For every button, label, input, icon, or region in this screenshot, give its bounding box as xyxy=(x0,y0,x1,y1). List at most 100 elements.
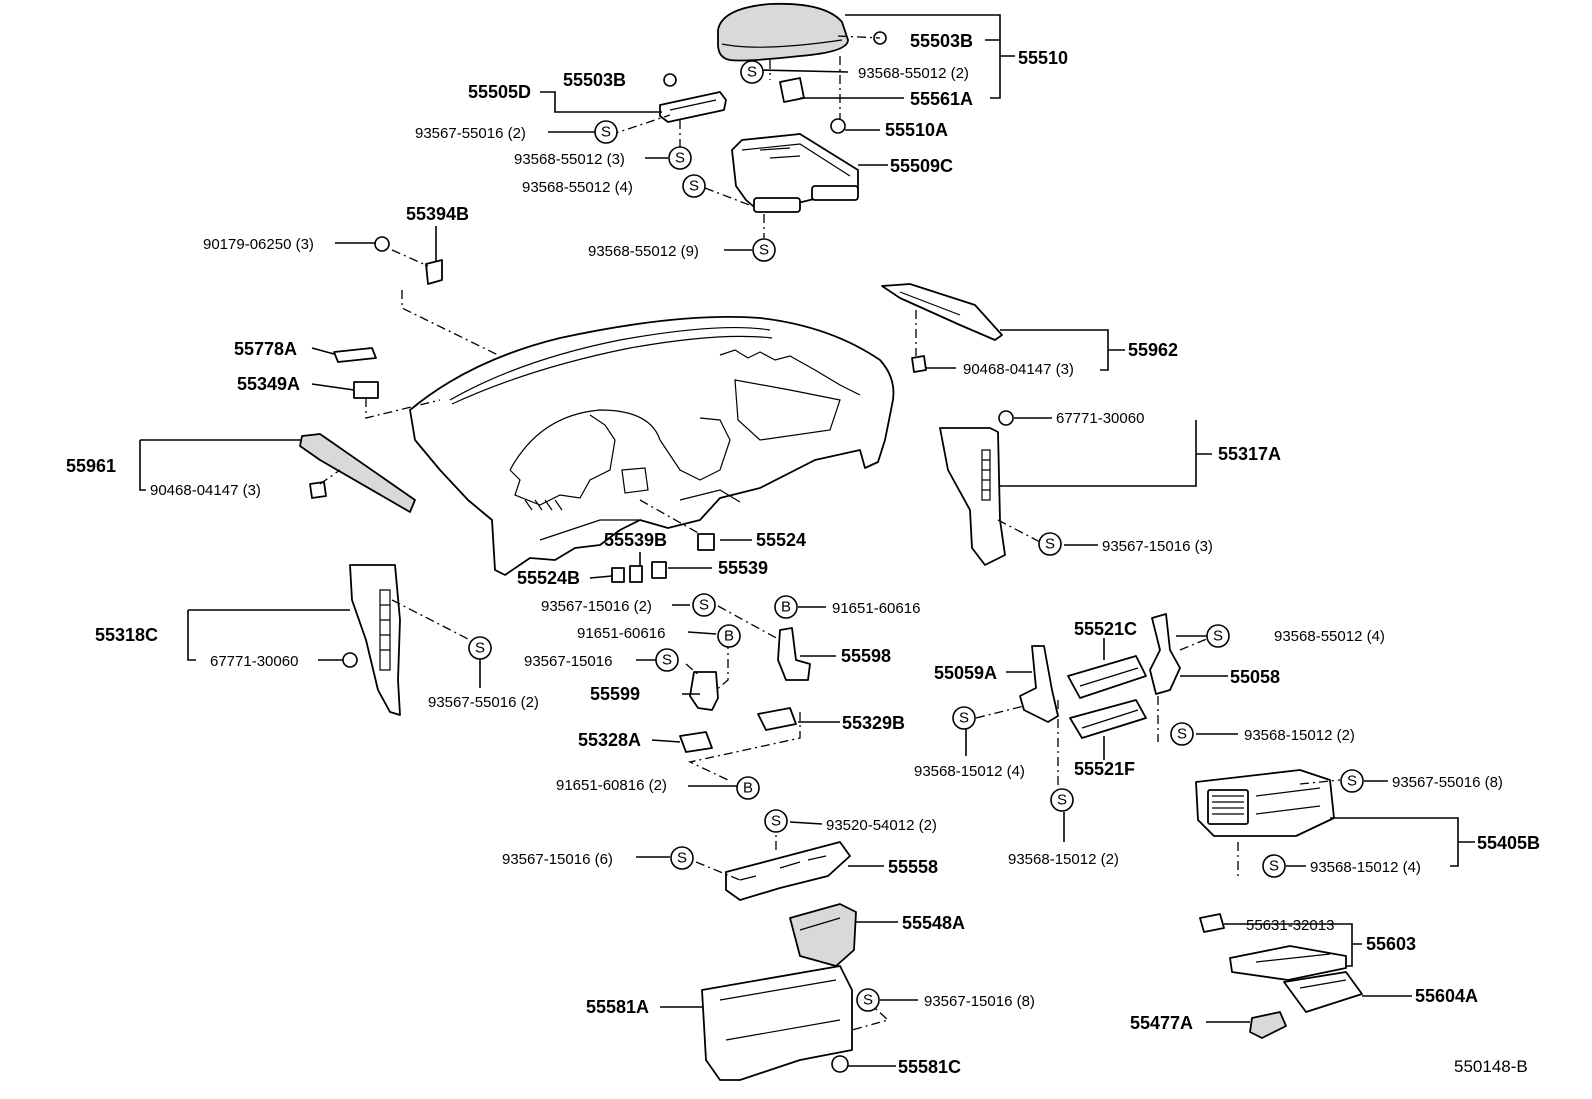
screw-marker: S xyxy=(594,120,618,144)
screw-marker: S xyxy=(468,636,492,660)
label-55539b: 55539B xyxy=(604,530,667,550)
instrument-panel xyxy=(409,315,895,576)
svg-text:S: S xyxy=(677,850,687,867)
label-91651-60616-left: 91651-60616 xyxy=(577,625,665,642)
svg-text:S: S xyxy=(1269,858,1279,875)
label-55962: 55962 xyxy=(1128,340,1178,360)
label-55405b: 55405B xyxy=(1477,833,1540,853)
svg-text:S: S xyxy=(759,242,769,259)
svg-text:S: S xyxy=(601,124,611,141)
label-93568-55012-4: 93568-55012 (4) xyxy=(522,179,633,196)
cup-holder-55548a xyxy=(789,903,857,967)
label-55058: 55058 xyxy=(1230,667,1280,687)
label-55598: 55598 xyxy=(841,646,891,666)
label-55778a: 55778A xyxy=(234,339,297,359)
label-55317a: 55317A xyxy=(1218,444,1281,464)
label-55561a: 55561A xyxy=(910,89,973,109)
screw-marker: S xyxy=(682,174,706,198)
label-93568-55012-9: 93568-55012 (9) xyxy=(588,243,699,260)
label-55524: 55524 xyxy=(756,530,806,550)
label-93567-15016-6: 93567-15016 (6) xyxy=(502,851,613,868)
bracket-55558 xyxy=(725,841,851,901)
screw-marker: S xyxy=(1262,854,1286,878)
label-55581c: 55581C xyxy=(898,1057,961,1077)
screw-marker: S xyxy=(856,988,880,1012)
bolt-marker: B xyxy=(717,624,741,648)
vent-55521c xyxy=(1067,655,1147,699)
screw-marker: S xyxy=(670,846,694,870)
bracket-55505d xyxy=(659,91,727,123)
svg-text:S: S xyxy=(1213,628,1223,645)
side-defroster-panel xyxy=(881,283,1003,341)
screw-marker: S xyxy=(764,809,788,833)
bolt-marker: B xyxy=(774,595,798,619)
vent-55059a xyxy=(1019,645,1059,723)
label-90468-04147-3-right: 90468-04147 (3) xyxy=(963,361,1074,378)
label-93568-55012-3: 93568-55012 (3) xyxy=(514,151,625,168)
label-55521f: 55521F xyxy=(1074,759,1135,779)
console-box xyxy=(731,133,859,213)
label-55329b: 55329B xyxy=(842,713,905,733)
label-93568-15012-2-center: 93568-15012 (2) xyxy=(1008,851,1119,868)
bracket-55598 xyxy=(777,627,811,681)
callout-lines xyxy=(139,14,1475,1067)
vent-55058 xyxy=(1149,613,1181,695)
label-91651-60616-right: 91651-60616 xyxy=(832,600,920,617)
svg-text:B: B xyxy=(781,599,791,616)
label-55318c: 55318C xyxy=(95,625,158,645)
label-55539: 55539 xyxy=(718,558,768,578)
label-55059a: 55059A xyxy=(934,663,997,683)
label-55328a: 55328A xyxy=(578,730,641,750)
label-93568-15012-4: 93568-15012 (4) xyxy=(914,763,1025,780)
label-55503b-top: 55503B xyxy=(910,31,973,51)
svg-text:S: S xyxy=(699,597,709,614)
screw-marker: S xyxy=(752,238,776,262)
knob-55477a xyxy=(1249,1011,1287,1039)
label-93567-15016: 93567-15016 xyxy=(524,653,612,670)
label-93520-54012-2: 93520-54012 (2) xyxy=(826,817,937,834)
label-67771-30060-right: 67771-30060 xyxy=(1056,410,1144,427)
svg-text:S: S xyxy=(959,710,969,727)
label-55603: 55603 xyxy=(1366,934,1416,954)
bracket-55328a xyxy=(679,731,713,753)
svg-text:S: S xyxy=(771,813,781,830)
vent-55521f xyxy=(1069,699,1147,739)
label-55510: 55510 xyxy=(1018,48,1068,68)
screw-marker: S xyxy=(1038,532,1062,556)
bracket-55599 xyxy=(689,671,719,711)
label-93567-15016-3: 93567-15016 (3) xyxy=(1102,538,1213,555)
screw-marker: S xyxy=(740,60,764,84)
label-93567-55016-2: 93567-55016 (2) xyxy=(415,125,526,142)
label-93568-55012-2: 93568-55012 (2) xyxy=(858,65,969,82)
screw-marker: S xyxy=(668,146,692,170)
label-55509c: 55509C xyxy=(890,156,953,176)
svg-text:S: S xyxy=(1057,792,1067,809)
label-91651-60816-2: 91651-60816 (2) xyxy=(556,777,667,794)
part-labels: 55503B 93568-55012 (2) 55510 55561A 5551… xyxy=(66,31,1540,1077)
svg-text:S: S xyxy=(1347,773,1357,790)
svg-text:S: S xyxy=(747,64,757,81)
label-55477a: 55477A xyxy=(1130,1013,1193,1033)
tray-55604a xyxy=(1283,971,1363,1013)
svg-text:S: S xyxy=(1045,536,1055,553)
screw-marker: S xyxy=(952,706,976,730)
svg-text:S: S xyxy=(662,652,672,669)
label-55548a: 55548A xyxy=(902,913,965,933)
label-55961: 55961 xyxy=(66,456,116,476)
screw-marker: S xyxy=(1206,624,1230,648)
label-93567-15016-8: 93567-15016 (8) xyxy=(924,993,1035,1010)
svg-text:B: B xyxy=(724,628,734,645)
label-55558: 55558 xyxy=(888,857,938,877)
bracket-55329b xyxy=(757,707,797,731)
diagram-reference-code: 550148-B xyxy=(1454,1057,1528,1076)
label-55349a: 55349A xyxy=(237,374,300,394)
screw-marker: S xyxy=(692,593,716,617)
label-93567-15016-2: 93567-15016 (2) xyxy=(541,598,652,615)
pocket-55603 xyxy=(1229,945,1347,981)
label-55394b: 55394B xyxy=(406,204,469,224)
label-93567-55016-8: 93567-55016 (8) xyxy=(1392,774,1503,791)
label-55599: 55599 xyxy=(590,684,640,704)
svg-text:S: S xyxy=(689,178,699,195)
svg-text:S: S xyxy=(863,992,873,1009)
screw-marker: S xyxy=(1050,788,1074,812)
